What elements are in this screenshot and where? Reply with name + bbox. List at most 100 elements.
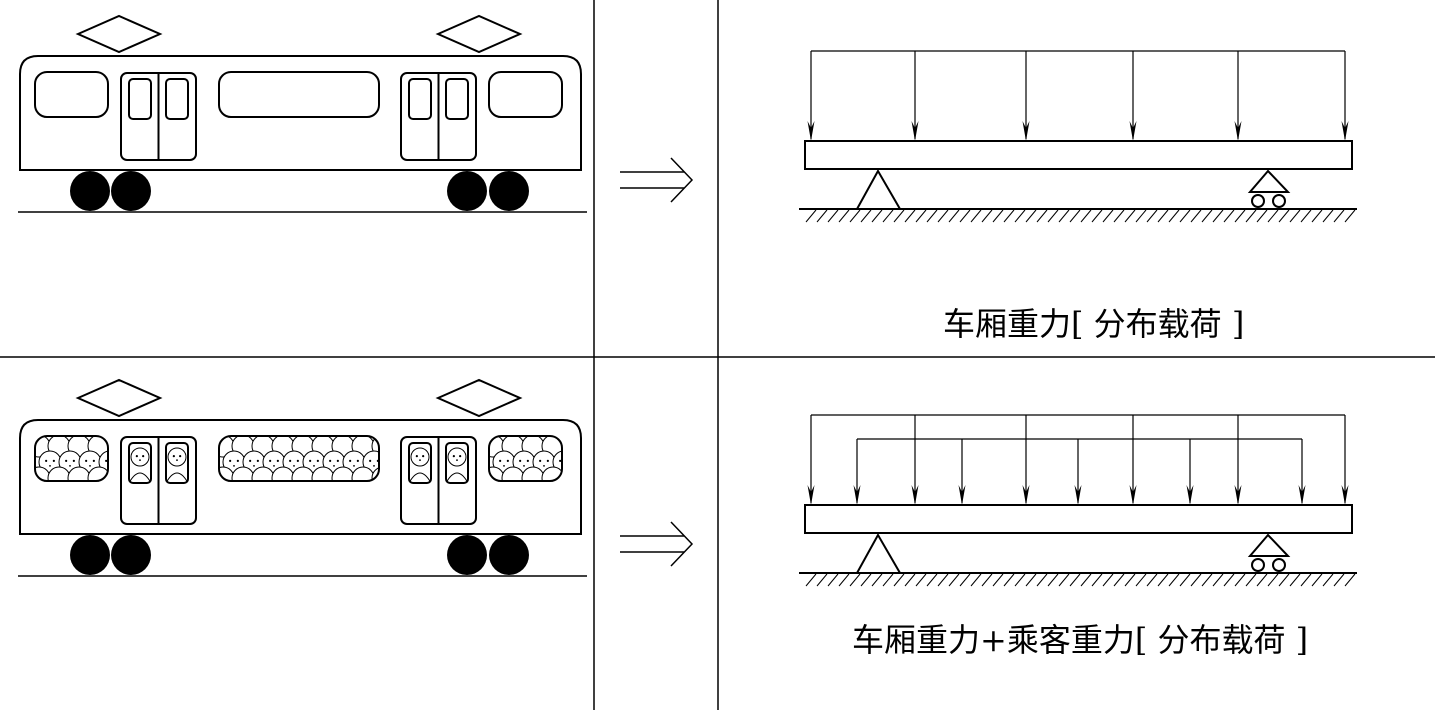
ground-hatch — [1025, 209, 1037, 223]
passenger-eye — [316, 459, 319, 462]
passenger-eye — [519, 459, 522, 462]
passenger-mouth — [353, 464, 355, 467]
ground-hatch — [1212, 209, 1224, 223]
passenger-head-icon — [87, 466, 108, 481]
ground-hatch — [1190, 209, 1202, 223]
ground-hatch — [1201, 209, 1213, 223]
ground-hatch — [849, 573, 861, 587]
passenger-eye — [229, 459, 232, 462]
passenger-eye — [249, 459, 252, 462]
ground-hatch — [1157, 573, 1169, 587]
ground-hatch — [1278, 573, 1290, 587]
passenger-eye — [65, 459, 68, 462]
pantograph-1 — [75, 14, 163, 54]
load-arrowhead — [1234, 121, 1242, 141]
load-arrowhead — [807, 121, 815, 141]
ground-hatch — [926, 573, 938, 587]
ground-hatch — [1267, 573, 1279, 587]
passenger-eye — [452, 455, 455, 458]
passenger-mouth — [293, 464, 295, 467]
triangle-pin-support-icon — [855, 532, 902, 574]
passenger-eye — [52, 459, 55, 462]
ground-hatch — [1113, 573, 1125, 587]
passenger-eye — [269, 459, 272, 462]
ground-hatch — [1047, 209, 1059, 223]
pantograph-2 — [435, 378, 523, 418]
car-window-2 — [218, 71, 380, 118]
passenger-eye — [256, 459, 259, 462]
load-arrowhead — [807, 485, 815, 505]
beam-diagram-2 — [799, 414, 1357, 587]
distributed-load — [807, 414, 1349, 505]
passenger-mouth — [313, 464, 315, 467]
passenger-mouth — [523, 464, 525, 467]
implies-head — [670, 157, 694, 203]
roller-triangle — [1247, 533, 1291, 557]
passenger-eye — [105, 459, 108, 462]
passenger-mouth — [419, 459, 421, 462]
passenger-eye — [179, 455, 182, 458]
passenger-eye — [336, 459, 339, 462]
ground-hatch — [981, 209, 993, 223]
ground-hatch — [838, 209, 850, 223]
ground-hatch — [1014, 209, 1026, 223]
passenger-eye — [45, 459, 48, 462]
ground-hatch — [1234, 209, 1246, 223]
passenger-mouth — [333, 464, 335, 467]
ground-hatch — [1157, 209, 1169, 223]
ground-hatch — [1003, 573, 1015, 587]
passenger-eye — [329, 459, 332, 462]
ground-hatch — [805, 209, 817, 223]
door-passenger — [166, 447, 188, 483]
wheel-2 — [111, 535, 151, 575]
door-window — [408, 442, 432, 484]
passenger-eye — [296, 459, 299, 462]
passenger-eye — [309, 459, 312, 462]
passenger-eye — [415, 455, 418, 458]
ground-hatch — [893, 573, 905, 587]
ground-hatch — [948, 209, 960, 223]
car-window-3 — [488, 71, 563, 118]
ground-hatch — [915, 209, 927, 223]
train-car-1 — [18, 14, 587, 213]
ground-hatch — [1003, 209, 1015, 223]
load-arrowhead — [853, 485, 861, 505]
roller-wheel — [1251, 558, 1265, 572]
passenger-eye — [349, 459, 352, 462]
ground-hatch — [1311, 209, 1323, 223]
ground-hatch — [1168, 573, 1180, 587]
ground-hatch — [1069, 573, 1081, 587]
ground-hatch — [1135, 573, 1147, 587]
wheel-4 — [489, 535, 529, 575]
passenger-mouth — [139, 459, 141, 462]
door-window — [128, 78, 152, 120]
passenger-crowd — [35, 436, 108, 481]
ground-hatch — [1267, 209, 1279, 223]
ground-hatch — [1135, 209, 1147, 223]
passenger-eye — [499, 459, 502, 462]
ground-hatch — [1146, 209, 1158, 223]
ground-hatch — [1014, 573, 1026, 587]
ground-hatch — [860, 209, 872, 223]
ground-hatch — [948, 573, 960, 587]
door-window — [165, 442, 189, 484]
ground-hatch — [1333, 573, 1345, 587]
ground-hatch — [1344, 209, 1356, 223]
caption-empty-car: 车厢重力[ 分布载荷 ] — [943, 305, 1245, 343]
door-window — [445, 442, 469, 484]
ground-hatch — [959, 573, 971, 587]
passenger-eye — [92, 459, 95, 462]
passenger-mouth — [176, 459, 178, 462]
passenger-head-icon — [552, 450, 562, 474]
ground-hatch — [882, 209, 894, 223]
passenger-eye — [506, 459, 509, 462]
ground-hatch — [1069, 209, 1081, 223]
passenger-mouth — [233, 464, 235, 467]
wheel-4 — [489, 171, 529, 211]
ground-hatch — [937, 209, 949, 223]
load-arrowhead — [1341, 121, 1349, 141]
wheel-2 — [111, 171, 151, 211]
passenger-head-icon — [541, 466, 562, 481]
